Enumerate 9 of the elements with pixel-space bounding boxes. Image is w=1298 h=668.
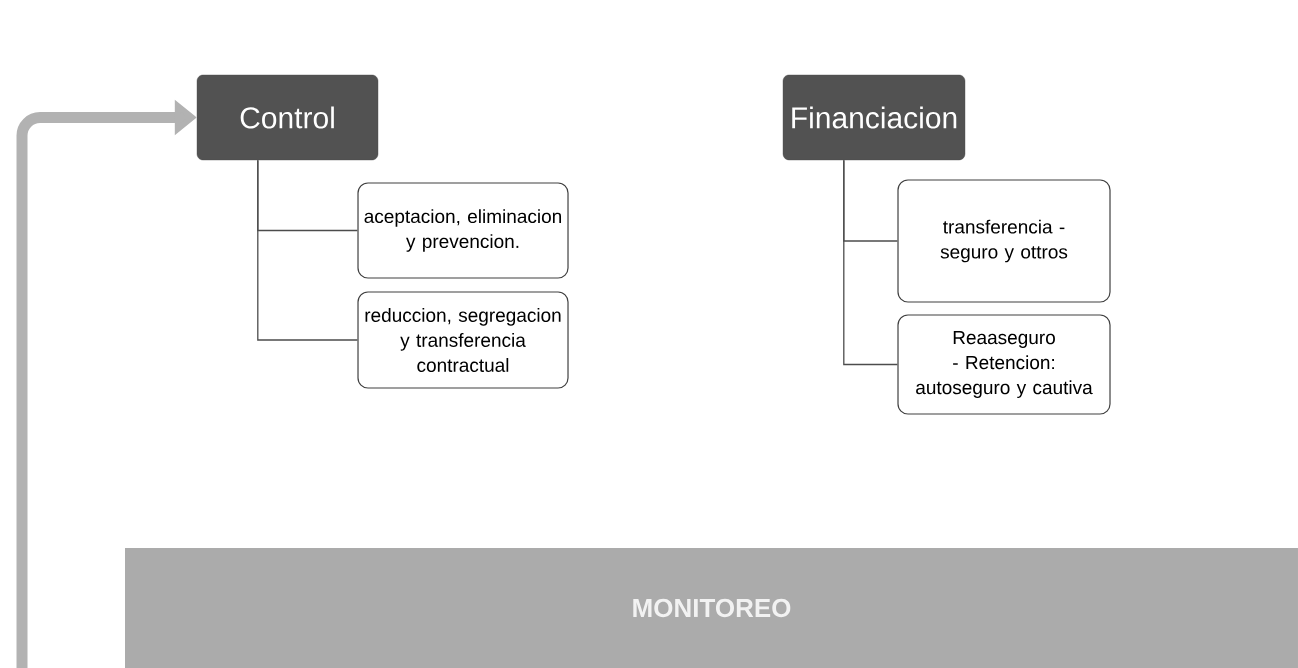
heading-box: Financiacion	[782, 74, 966, 161]
item-box: transferencia - seguro y ottros	[897, 179, 1111, 303]
item-box: aceptacion, eliminacion y prevencion.	[357, 182, 569, 279]
banner-band: MONITOREO	[125, 548, 1298, 668]
connector	[257, 159, 359, 341]
connector	[843, 159, 899, 366]
heading-box: Control	[196, 74, 379, 161]
item-box: reduccion, segregacion y transferencia contractual	[357, 291, 569, 389]
item-box: Reaaseguro - Retencion: autoseguro y cautiva	[897, 314, 1111, 415]
